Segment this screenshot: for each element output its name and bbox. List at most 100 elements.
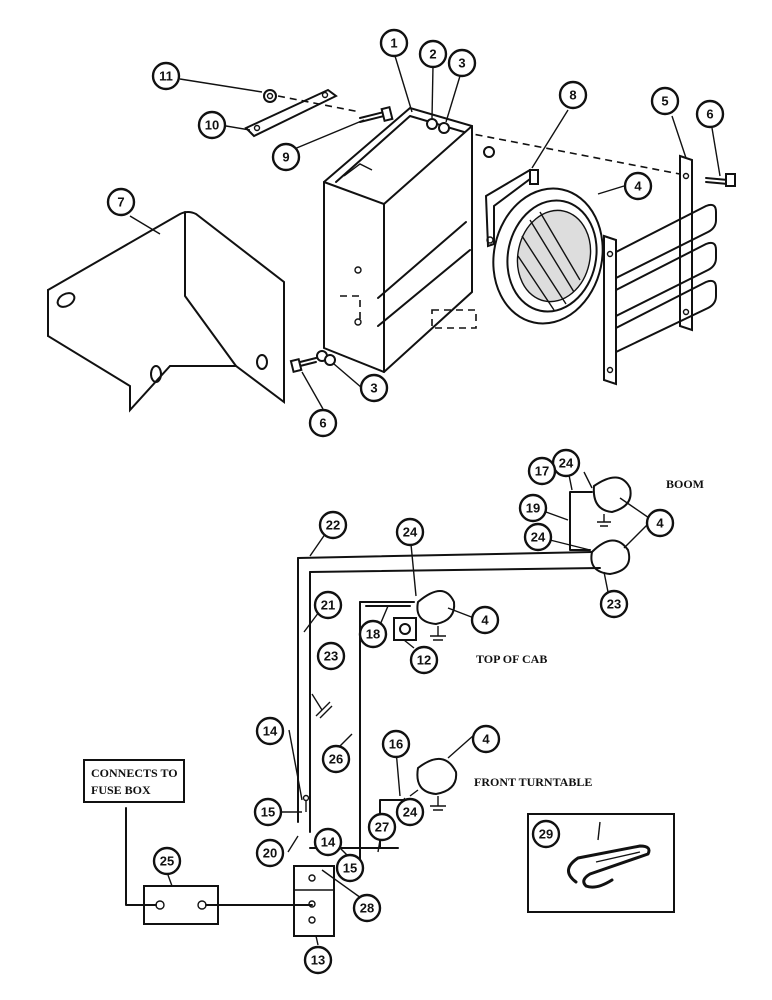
svg-text:20: 20: [263, 846, 277, 861]
callout-22: 22: [318, 510, 348, 540]
callout-15-lower: 15: [335, 853, 365, 883]
svg-text:3: 3: [370, 381, 377, 396]
callout-23-boom: 23: [599, 589, 629, 619]
svg-text:6: 6: [706, 107, 713, 122]
callout-14-upper: 14: [255, 716, 285, 746]
top-of-cab-label: TOP OF CAB: [476, 652, 547, 666]
svg-text:27: 27: [375, 820, 389, 835]
svg-text:19: 19: [526, 501, 540, 516]
svg-text:7: 7: [117, 195, 124, 210]
turntable-lamp: [416, 758, 458, 811]
work-lamp: [483, 146, 604, 325]
mounting-bracket: [47, 211, 285, 413]
svg-text:17: 17: [535, 464, 549, 479]
callout-19: 19: [518, 493, 548, 523]
svg-text:4: 4: [481, 613, 489, 628]
callout-21: 21: [313, 590, 343, 620]
callout-4-turntable: 4: [471, 724, 501, 754]
bolt-6-right: [705, 173, 736, 187]
svg-text:11: 11: [159, 69, 173, 84]
svg-text:4: 4: [634, 179, 642, 194]
callout-8: 8: [558, 80, 588, 110]
svg-text:9: 9: [282, 150, 289, 165]
ground-wire: [311, 693, 333, 719]
callout-24-boom: 24: [551, 448, 581, 478]
callout-24-boom-lower: 24: [523, 522, 553, 552]
callout-3-top: 3: [447, 48, 477, 78]
callout-4-top: 4: [623, 171, 653, 201]
callout-4-boom: 4: [645, 508, 675, 538]
fuse-box-note-line1: CONNECTS TO: [91, 766, 178, 780]
svg-text:28: 28: [360, 901, 374, 916]
svg-text:13: 13: [311, 953, 325, 968]
lamp-guard: [603, 154, 717, 386]
callout-5: 5: [650, 86, 680, 116]
svg-text:4: 4: [482, 732, 490, 747]
svg-text:24: 24: [403, 525, 418, 540]
svg-text:8: 8: [569, 88, 576, 103]
callout-7: 7: [106, 187, 136, 217]
callout-27: 27: [367, 812, 397, 842]
callout-17: 17: [527, 456, 557, 486]
svg-text:25: 25: [160, 854, 174, 869]
svg-text:6: 6: [319, 416, 326, 431]
callout-15-upper: 15: [253, 797, 283, 827]
callout-23-cab: 23: [316, 641, 346, 671]
svg-text:22: 22: [326, 518, 340, 533]
svg-text:26: 26: [329, 752, 343, 767]
svg-text:24: 24: [531, 530, 546, 545]
callout-20: 20: [255, 838, 285, 868]
svg-text:16: 16: [389, 737, 403, 752]
callout-25: 25: [152, 846, 182, 876]
callout-4-cab: 4: [470, 605, 500, 635]
svg-text:12: 12: [417, 653, 431, 668]
callout-1: 1: [379, 28, 409, 58]
callout-3-bottom: 3: [359, 373, 389, 403]
svg-text:24: 24: [403, 805, 418, 820]
svg-text:23: 23: [607, 597, 621, 612]
svg-text:15: 15: [261, 805, 275, 820]
callout-10: 10: [197, 110, 227, 140]
alignment-line-right: [451, 129, 691, 177]
svg-text:15: 15: [343, 861, 357, 876]
callout-24-cab: 24: [395, 517, 425, 547]
nut: [263, 89, 277, 103]
bolt-9: [359, 105, 394, 123]
boom-label: BOOM: [666, 477, 704, 491]
lamp-housing: [323, 106, 477, 374]
callout-2: 2: [418, 39, 448, 69]
boom-lamp-wire: [569, 491, 593, 551]
svg-text:23: 23: [324, 649, 338, 664]
fuse-box-note-line2: FUSE BOX: [91, 783, 151, 797]
callout-16: 16: [381, 729, 411, 759]
svg-text:14: 14: [263, 724, 278, 739]
callout-29: 29: [531, 819, 561, 849]
washer-and-nut-top: [426, 118, 450, 134]
callout-13: 13: [303, 945, 333, 975]
fuse-wires: [125, 807, 313, 906]
callout-12: 12: [409, 645, 439, 675]
callout-24-turntable: 24: [395, 797, 425, 827]
svg-text:4: 4: [656, 516, 664, 531]
connector-block: [293, 865, 335, 937]
alignment-line-upper: [277, 95, 361, 113]
svg-text:5: 5: [661, 94, 668, 109]
callout-6-bottom: 6: [308, 408, 338, 438]
svg-text:18: 18: [366, 627, 380, 642]
svg-text:3: 3: [458, 56, 465, 71]
callout-18: 18: [358, 619, 388, 649]
svg-text:1: 1: [390, 36, 397, 51]
callout-6-right: 6: [695, 99, 725, 129]
bolt-and-washer-bottom: [289, 350, 336, 374]
svg-text:24: 24: [559, 456, 574, 471]
svg-text:10: 10: [205, 118, 219, 133]
callout-28: 28: [352, 893, 382, 923]
fuse-box-note: CONNECTS TO FUSE BOX: [83, 759, 185, 803]
front-turntable-label: FRONT TURNTABLE: [474, 775, 592, 789]
callout-26: 26: [321, 744, 351, 774]
svg-text:2: 2: [429, 47, 436, 62]
svg-text:29: 29: [539, 827, 553, 842]
callout-11: 11: [151, 61, 181, 91]
svg-text:14: 14: [321, 835, 336, 850]
